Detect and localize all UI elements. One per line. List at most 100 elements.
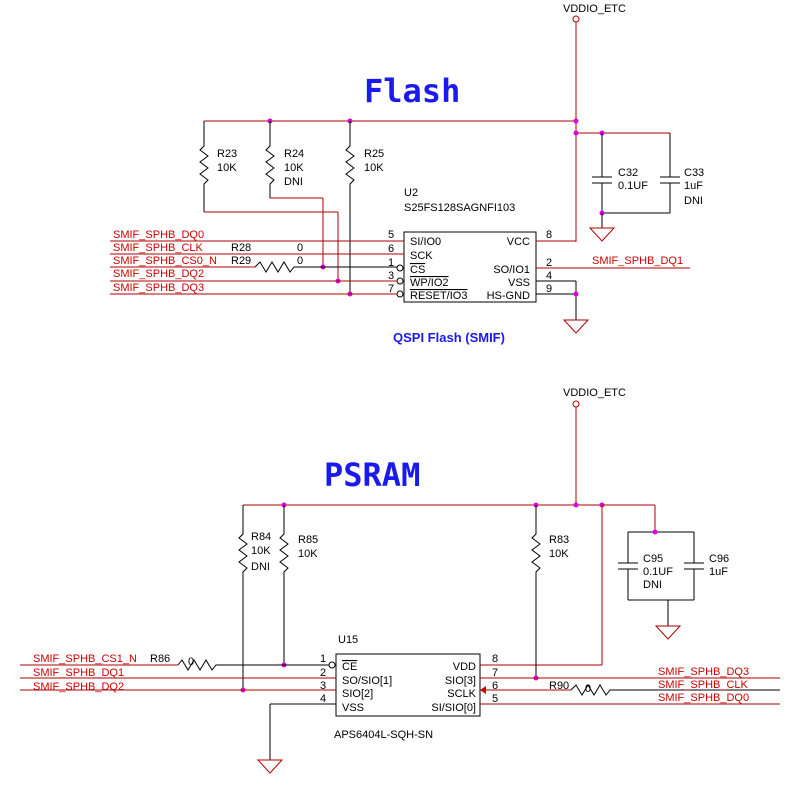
flash-power-label: VDDIO_ETC (563, 3, 626, 15)
flash-title: Flash (364, 72, 460, 110)
svg-text:6: 6 (492, 680, 498, 692)
svg-text:R25: R25 (364, 148, 384, 160)
psram-section: PSRAM VDDIO_ETC R84 10K DNI R85 10K (20, 387, 780, 774)
svg-text:0: 0 (297, 242, 303, 254)
svg-text:7: 7 (492, 667, 498, 679)
svg-text:0: 0 (585, 683, 591, 695)
svg-text:R29: R29 (231, 255, 251, 267)
svg-text:0: 0 (297, 255, 303, 267)
svg-text:0.1UF: 0.1UF (618, 180, 648, 192)
svg-text:5: 5 (388, 229, 394, 241)
svg-text:10K: 10K (364, 162, 384, 174)
psram-power-label: VDDIO_ETC (563, 387, 626, 399)
svg-text:SIO[3]: SIO[3] (445, 675, 476, 687)
svg-text:R24: R24 (284, 148, 304, 160)
svg-text:10K: 10K (217, 162, 237, 174)
net-dq3-psram: SMIF_SPHB_DQ3 (658, 666, 749, 678)
resistor-r85: R85 10K (279, 505, 318, 665)
svg-text:8: 8 (546, 229, 552, 241)
ground-icon (562, 319, 590, 334)
svg-text:U15: U15 (338, 634, 358, 646)
svg-text:C95: C95 (643, 553, 663, 565)
svg-text:U2: U2 (404, 187, 418, 199)
svg-text:VCC: VCC (507, 236, 530, 248)
svg-text:SO/IO1: SO/IO1 (493, 264, 530, 276)
svg-text:0: 0 (188, 656, 194, 668)
svg-text:SIO[2]: SIO[2] (342, 688, 373, 700)
resistor-r90: R90 0 (549, 680, 780, 696)
svg-text:S25FS128SAGNFI103: S25FS128SAGNFI103 (404, 202, 515, 214)
svg-text:2: 2 (546, 257, 552, 269)
resistor-r24: R24 10K DNI (265, 121, 304, 198)
ground-icon (588, 227, 616, 242)
svg-text:SI/SIO[0]: SI/SIO[0] (431, 702, 476, 714)
svg-text:C33: C33 (684, 167, 704, 179)
svg-text:R83: R83 (549, 534, 569, 546)
net-dq0: SMIF_SPHB_DQ0 (113, 229, 204, 241)
svg-text:VSS: VSS (508, 277, 530, 289)
svg-text:SCK: SCK (410, 250, 433, 262)
net-dq2: SMIF_SPHB_DQ2 (113, 268, 204, 280)
resistor-r84: R84 10K DNI (238, 505, 271, 690)
capacitor-c33: C33 1uF DNI (660, 133, 704, 213)
svg-text:1: 1 (388, 257, 394, 269)
resistor-r23: R23 10K (199, 121, 237, 212)
svg-text:0.1UF: 0.1UF (643, 566, 673, 578)
net-cs1: SMIF_SPHB_CS1_N (33, 653, 137, 665)
psram-power-port-icon (572, 400, 580, 408)
svg-text:R90: R90 (549, 680, 569, 692)
svg-text:R86: R86 (150, 653, 170, 665)
net-clk-psram: SMIF_SPHB_CLK (658, 679, 749, 691)
svg-text:C96: C96 (709, 553, 729, 565)
net-dq1-psram: SMIF_SPHB_DQ1 (33, 667, 124, 679)
resistor-r83: R83 10K (531, 505, 569, 678)
svg-text:DNI: DNI (284, 176, 303, 188)
psram-title: PSRAM (324, 456, 420, 494)
chip-u15: U15 APS6404L-SQH-SN CE SO/SIO[1] SIO[2] … (320, 634, 498, 741)
svg-text:1: 1 (320, 653, 326, 665)
svg-text:4: 4 (320, 693, 326, 705)
flash-power-port-icon (572, 15, 580, 23)
svg-text:DNI: DNI (643, 579, 662, 591)
net-cs0: SMIF_SPHB_CS0_N (113, 255, 217, 267)
svg-text:SI/IO0: SI/IO0 (410, 236, 441, 248)
flash-subtitle: QSPI Flash (SMIF) (393, 330, 505, 345)
svg-text:3: 3 (320, 680, 326, 692)
net-clk: SMIF_SPHB_CLK (113, 242, 204, 254)
svg-text:C32: C32 (618, 167, 638, 179)
svg-text:R23: R23 (217, 148, 237, 160)
svg-text:DNI: DNI (251, 561, 270, 573)
resistor-r29: R29 0 (231, 255, 397, 273)
svg-text:2: 2 (320, 667, 326, 679)
svg-text:VSS: VSS (342, 702, 364, 714)
svg-text:6: 6 (388, 243, 394, 255)
svg-text:VDD: VDD (453, 661, 476, 673)
svg-text:3: 3 (388, 270, 394, 282)
svg-text:9: 9 (546, 283, 552, 295)
svg-text:10K: 10K (284, 162, 304, 174)
svg-text:SCLK: SCLK (447, 688, 476, 700)
capacitor-c96: C96 1uF (684, 532, 729, 600)
chip-u2: U2 S25FS128SAGNFI103 SI/IO0 SCK CS WP/IO… (388, 187, 552, 303)
net-dq3: SMIF_SPHB_DQ3 (113, 282, 204, 294)
svg-text:1uF: 1uF (684, 180, 703, 192)
svg-text:WP/IO2: WP/IO2 (410, 277, 449, 289)
ground-icon (654, 625, 682, 640)
flash-section: Flash VDDIO_ETC R23 10K R24 10K DNI (110, 3, 704, 345)
svg-text:1uF: 1uF (709, 566, 728, 578)
capacitor-c95: C95 0.1UF DNI (618, 532, 673, 600)
svg-text:RESET/IO3: RESET/IO3 (410, 290, 467, 302)
svg-text:SO/SIO[1]: SO/SIO[1] (342, 675, 392, 687)
svg-text:10K: 10K (251, 545, 271, 557)
net-dq2-psram: SMIF_SPHB_DQ2 (33, 681, 124, 693)
svg-text:10K: 10K (298, 548, 318, 560)
svg-text:CE: CE (342, 661, 357, 673)
svg-text:R84: R84 (251, 531, 271, 543)
svg-text:7: 7 (388, 283, 394, 295)
svg-text:8: 8 (492, 653, 498, 665)
svg-text:4: 4 (546, 270, 552, 282)
svg-text:5: 5 (492, 693, 498, 705)
svg-text:DNI: DNI (684, 195, 703, 207)
resistor-r25: R25 10K (345, 121, 384, 294)
